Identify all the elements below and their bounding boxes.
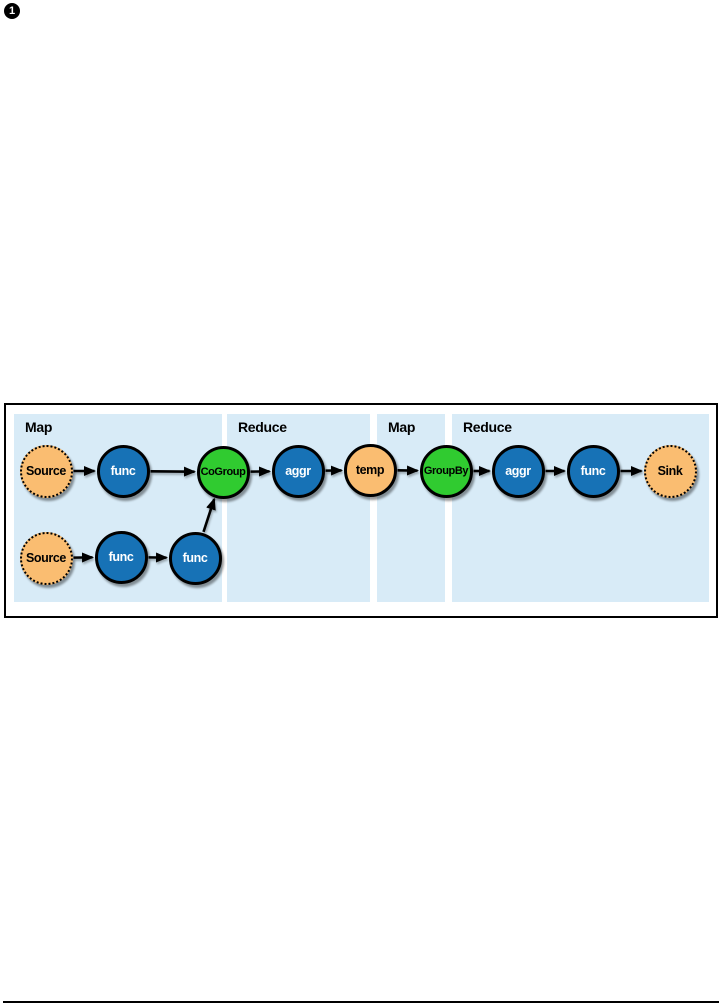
node-label-func4: func (182, 551, 208, 565)
node-label-source1: Source (26, 464, 66, 478)
panel-label-reduce-2: Reduce (463, 419, 512, 435)
node-aggr2: aggr (491, 444, 545, 498)
node-sink: Sink (643, 444, 697, 498)
pipeline-diagram-frame: Map Reduce Map Reduce Source func CoGroup aggr… (4, 403, 718, 618)
node-label-func3: func (108, 550, 134, 564)
node-label-func2: func (580, 464, 606, 478)
node-func4: func (168, 531, 222, 585)
node-func1: func (96, 444, 150, 498)
node-label-sink: Sink (657, 464, 683, 478)
node-label-cogroup: CoGroup (200, 466, 246, 478)
node-label-temp: temp (355, 463, 385, 477)
panel-reduce-2: Reduce (452, 414, 709, 602)
node-aggr1: aggr (271, 444, 325, 498)
panel-label-map-1: Map (25, 419, 53, 435)
page-bottom-rule (3, 1001, 719, 1003)
node-groupby: GroupBy (419, 444, 473, 498)
node-temp: temp (343, 443, 397, 497)
node-func2: func (566, 444, 620, 498)
callout-number-badge: 1 (4, 3, 20, 19)
node-label-groupby: GroupBy (423, 465, 469, 477)
node-label-aggr1: aggr (285, 464, 311, 478)
node-source2: Source (19, 531, 73, 585)
node-label-source2: Source (26, 551, 66, 565)
node-source1: Source (19, 444, 73, 498)
node-func3: func (94, 530, 148, 584)
panel-reduce-1: Reduce (227, 414, 370, 602)
node-cogroup: CoGroup (196, 445, 250, 499)
node-label-aggr2: aggr (505, 464, 531, 478)
panel-label-map-2: Map (388, 419, 416, 435)
panel-label-reduce-1: Reduce (238, 419, 287, 435)
panel-map-2: Map (377, 414, 445, 602)
node-label-func1: func (110, 464, 136, 478)
